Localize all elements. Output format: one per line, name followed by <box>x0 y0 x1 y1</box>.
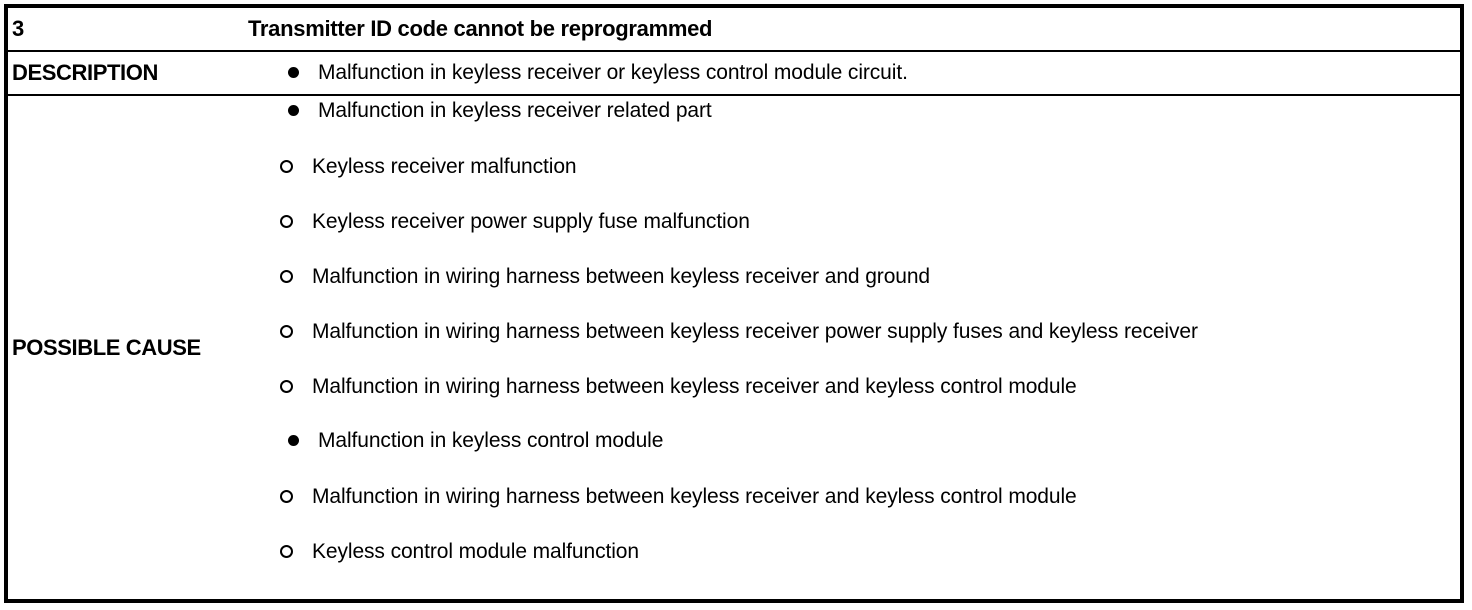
list-item: Malfunction in keyless receiver related … <box>242 96 1460 151</box>
filled-bullet-icon <box>286 426 300 456</box>
hollow-bullet-icon <box>278 151 294 182</box>
hollow-bullet-icon <box>278 536 294 567</box>
list-item: Keyless receiver power supply fuse malfu… <box>242 206 1460 261</box>
description-label-cell: DESCRIPTION <box>8 51 242 96</box>
table-row-possible-cause: POSSIBLE CAUSE Malfunction in keyless re… <box>8 95 1460 599</box>
list-item: Malfunction in keyless receiver or keyle… <box>242 52 1460 94</box>
list-item: Malfunction in keyless control module <box>242 426 1460 481</box>
sub-list-wrapper: Malfunction in wiring harness between ke… <box>242 481 1460 591</box>
hollow-bullet-icon <box>278 481 294 512</box>
cause-sub-item-text: Keyless receiver malfunction <box>312 155 577 178</box>
cause-sub-item-text: Malfunction in wiring harness between ke… <box>312 485 1077 508</box>
cause-sub-item-text: Malfunction in wiring harness between ke… <box>312 265 931 288</box>
cause-sub-item-text: Malfunction in wiring harness between ke… <box>312 320 1198 343</box>
code-title-cell: Transmitter ID code cannot be reprogramm… <box>242 8 1460 52</box>
description-body-cell: Malfunction in keyless receiver or keyle… <box>242 51 1460 96</box>
possible-cause-bullet-list: Malfunction in keyless receiver related … <box>242 96 1460 591</box>
dtc-code-number: 3 <box>12 16 25 41</box>
hollow-bullet-icon <box>278 206 294 237</box>
list-item: Malfunction in wiring harness between ke… <box>242 316 1460 371</box>
cause-sub-item-text: Keyless receiver power supply fuse malfu… <box>312 210 750 233</box>
dtc-code-title: Transmitter ID code cannot be reprogramm… <box>248 16 713 41</box>
cause-sub-item-text: Malfunction in wiring harness between ke… <box>312 375 1077 398</box>
cause-sub-item-text: Keyless control module malfunction <box>312 540 639 563</box>
dtc-table: 3 Transmitter ID code cannot be reprogra… <box>8 8 1460 599</box>
hollow-bullet-icon <box>278 316 294 347</box>
possible-cause-body-cell: Malfunction in keyless receiver related … <box>242 95 1460 599</box>
description-label: DESCRIPTION <box>12 60 158 85</box>
dtc-table-container: 3 Transmitter ID code cannot be reprogra… <box>4 4 1464 603</box>
possible-cause-label: POSSIBLE CAUSE <box>12 334 201 360</box>
filled-bullet-icon <box>286 52 300 94</box>
table-row-code: 3 Transmitter ID code cannot be reprogra… <box>8 8 1460 52</box>
filled-bullet-icon <box>286 96 300 126</box>
cause-sub-list: Keyless receiver malfunction Keyless rec… <box>242 151 1460 426</box>
cause-sub-list: Malfunction in wiring harness between ke… <box>242 481 1460 591</box>
list-item: Malfunction in wiring harness between ke… <box>242 371 1460 426</box>
list-item: Malfunction in wiring harness between ke… <box>242 261 1460 316</box>
cause-group-text: Malfunction in keyless control module <box>318 429 664 452</box>
sub-list-wrapper: Keyless receiver malfunction Keyless rec… <box>242 151 1460 426</box>
cause-group-text: Malfunction in keyless receiver related … <box>318 99 712 122</box>
hollow-bullet-icon <box>278 371 294 402</box>
list-item: Keyless control module malfunction <box>242 536 1460 591</box>
code-number-cell: 3 <box>8 8 242 52</box>
description-bullet-list: Malfunction in keyless receiver or keyle… <box>242 52 1460 94</box>
list-item: Malfunction in wiring harness between ke… <box>242 481 1460 536</box>
description-item-text: Malfunction in keyless receiver or keyle… <box>318 61 908 84</box>
hollow-bullet-icon <box>278 261 294 292</box>
possible-cause-label-cell: POSSIBLE CAUSE <box>8 95 242 599</box>
table-row-description: DESCRIPTION Malfunction in keyless recei… <box>8 51 1460 96</box>
list-item: Keyless receiver malfunction <box>242 151 1460 206</box>
